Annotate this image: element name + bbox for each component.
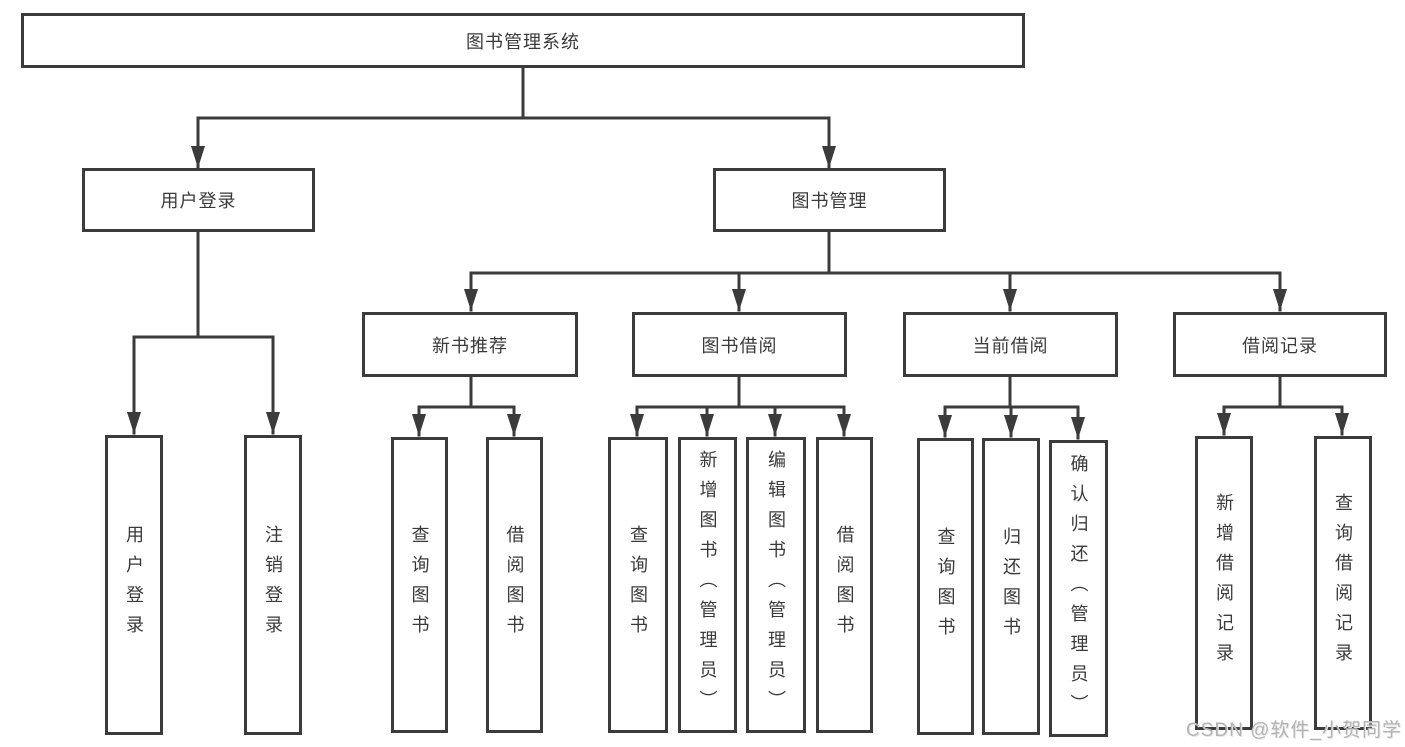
leaf-return-book: 归还图书 <box>982 438 1040 735</box>
node-label: 用户登录 <box>124 525 144 645</box>
node-label: 图书借阅 <box>701 335 778 356</box>
node-label: 新增图书（管理员） <box>697 450 718 720</box>
node-label: 注销登录 <box>263 525 283 645</box>
leaf-confirm-return-admin: 确认归还（管理员） <box>1049 440 1108 737</box>
node-label: 借阅图书 <box>834 525 855 645</box>
leaf-logout: 注销登录 <box>244 435 302 735</box>
node-label: 用户登录 <box>160 191 237 211</box>
node-label: 查询借阅记录 <box>1333 493 1353 673</box>
leaf-user-login: 用户登录 <box>105 435 163 735</box>
node-label: 新书推荐 <box>432 335 508 356</box>
node-label: 借阅图书 <box>504 525 525 645</box>
node-label: 借阅记录 <box>1242 335 1318 356</box>
node-label: 查询图书 <box>409 525 430 645</box>
node-label: 编辑图书（管理员） <box>766 450 786 720</box>
node-label: 查询图书 <box>935 526 956 647</box>
node-user-login: 用户登录 <box>82 168 315 232</box>
leaf-add-book-admin: 新增图书（管理员） <box>678 437 737 733</box>
connector-user-login-to-leaves <box>127 230 280 435</box>
csdn-watermark: CSDN @软件_小贺同学 <box>1186 720 1402 741</box>
node-book-management: 图书管理 <box>713 168 946 232</box>
node-label: 当前借阅 <box>972 335 1049 356</box>
leaf-borrow-books-recommend: 借阅图书 <box>486 437 543 733</box>
connector-root-to-level2 <box>191 66 836 169</box>
node-label: 归还图书 <box>1001 526 1021 647</box>
node-label: 查询图书 <box>628 525 648 645</box>
leaf-query-books-recommend: 查询图书 <box>391 437 448 733</box>
leaf-add-borrow-record: 新增借阅记录 <box>1195 436 1253 730</box>
connector-current-borrow-to-leaves <box>938 375 1085 440</box>
node-label: 图书管理系统 <box>466 31 580 52</box>
leaf-query-books-current: 查询图书 <box>917 438 974 735</box>
node-label: 确认归还（管理员） <box>1068 453 1089 724</box>
node-label: 新增借阅记录 <box>1214 493 1234 673</box>
node-new-book-recommend: 新书推荐 <box>362 312 578 377</box>
connector-new-book-recommend-to-leaves <box>412 375 521 437</box>
node-label: 图书管理 <box>791 191 868 211</box>
node-borrow-records: 借阅记录 <box>1173 312 1387 377</box>
connector-book-management-to-level3 <box>464 230 1287 312</box>
node-current-borrow: 当前借阅 <box>903 312 1118 377</box>
leaf-query-borrow-record: 查询借阅记录 <box>1314 436 1372 730</box>
connector-borrow-records-to-leaves <box>1217 375 1349 436</box>
node-root: 图书管理系统 <box>21 13 1025 68</box>
leaf-edit-book-admin: 编辑图书（管理员） <box>746 437 806 733</box>
leaf-borrow-books: 借阅图书 <box>816 437 873 733</box>
connector-book-borrow-to-leaves <box>630 375 851 437</box>
node-book-borrow: 图书借阅 <box>632 312 847 377</box>
leaf-query-books-borrow: 查询图书 <box>608 437 668 733</box>
